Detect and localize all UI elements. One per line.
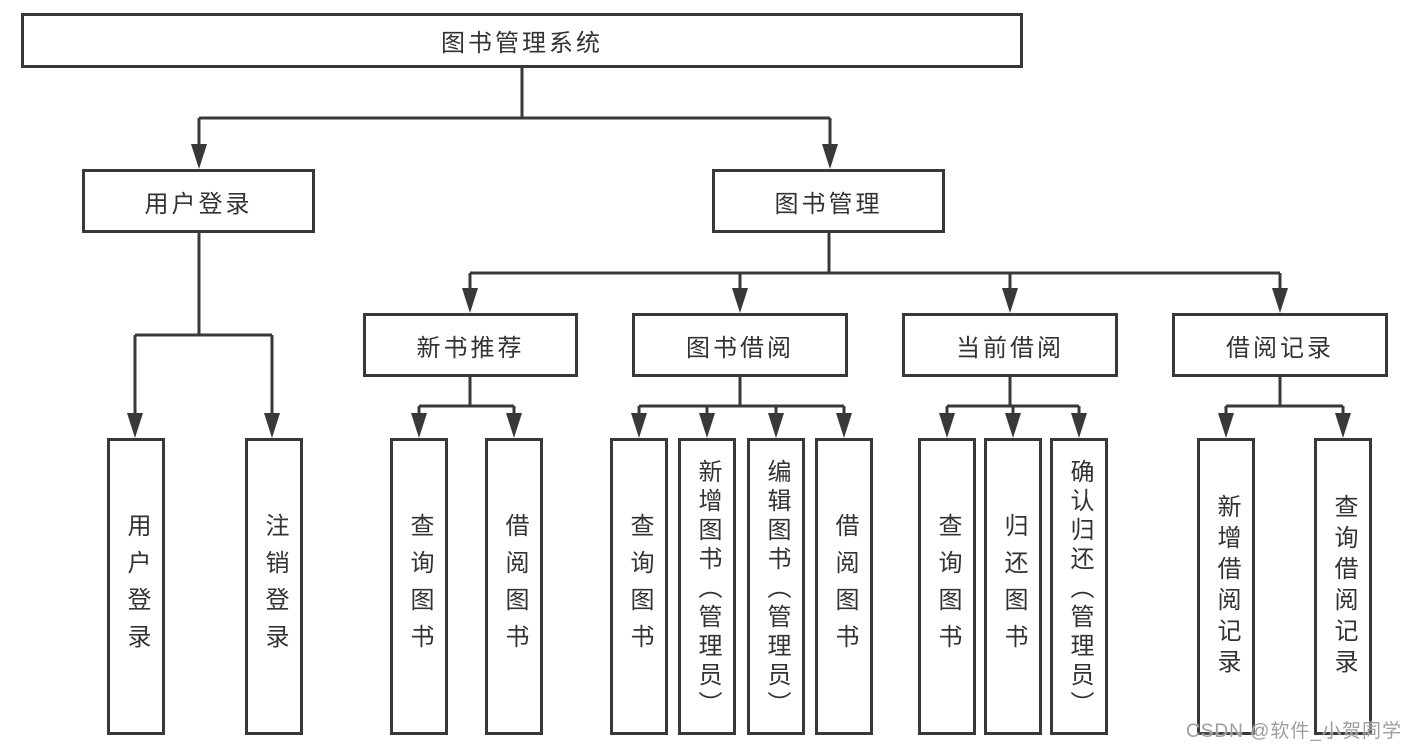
node-query-borrow-record: 查询借阅记录 <box>1314 438 1372 735</box>
node-label: 新增图书（管理员） <box>694 459 721 720</box>
node-label: 查询图书 <box>626 512 653 661</box>
node-return-books: 归还图书 <box>984 438 1042 735</box>
node-label: 图书借阅 <box>686 334 794 362</box>
node-label: 图书管理 <box>774 190 883 218</box>
watermark: CSDN @软件_小贺同学 <box>1186 721 1402 742</box>
node-label: 新增借阅记录 <box>1213 493 1240 680</box>
node-label: 确认归还（管理员） <box>1066 459 1093 720</box>
arrowhead-icons <box>127 144 1351 438</box>
node-label: 借阅图书 <box>501 512 528 661</box>
node-logout: 注销登录 <box>245 438 303 735</box>
node-login: 用户登录 <box>107 438 165 735</box>
node-label: 用户登录 <box>123 512 150 661</box>
node-label: 图书管理系统 <box>441 30 603 57</box>
node-label: 用户登录 <box>144 190 253 218</box>
node-add-borrow-record: 新增借阅记录 <box>1197 438 1255 735</box>
node-label: 新书推荐 <box>416 334 525 362</box>
node-label: 当前借阅 <box>956 334 1064 362</box>
node-new-book-recommend: 新书推荐 <box>363 313 578 377</box>
node-book-management: 图书管理 <box>712 169 945 233</box>
node-borrow-books: 借阅图书 <box>815 438 873 735</box>
node-borrow-query-books: 查询图书 <box>610 438 668 735</box>
node-label: 借阅记录 <box>1226 334 1334 362</box>
node-current-query-books: 查询图书 <box>918 438 976 735</box>
node-label: 归还图书 <box>1000 512 1027 661</box>
node-label: 注销登录 <box>261 512 288 661</box>
node-edit-books-admin: 编辑图书（管理员） <box>747 438 805 735</box>
node-label: 查询图书 <box>934 512 961 661</box>
node-book-borrow: 图书借阅 <box>632 313 848 377</box>
node-recommend-query-books: 查询图书 <box>390 438 448 735</box>
node-label: 编辑图书（管理员） <box>763 459 790 720</box>
node-confirm-return-admin: 确认归还（管理员） <box>1050 438 1108 735</box>
node-label: 查询借阅记录 <box>1330 493 1357 680</box>
node-current-borrow: 当前借阅 <box>902 313 1118 377</box>
node-borrow-records: 借阅记录 <box>1172 313 1388 377</box>
node-library-management-system: 图书管理系统 <box>21 13 1023 68</box>
node-add-books-admin: 新增图书（管理员） <box>678 438 736 735</box>
node-user-login: 用户登录 <box>82 169 315 233</box>
node-recommend-borrow-books: 借阅图书 <box>485 438 543 735</box>
node-label: 查询图书 <box>406 512 433 661</box>
node-label: 借阅图书 <box>831 512 858 661</box>
